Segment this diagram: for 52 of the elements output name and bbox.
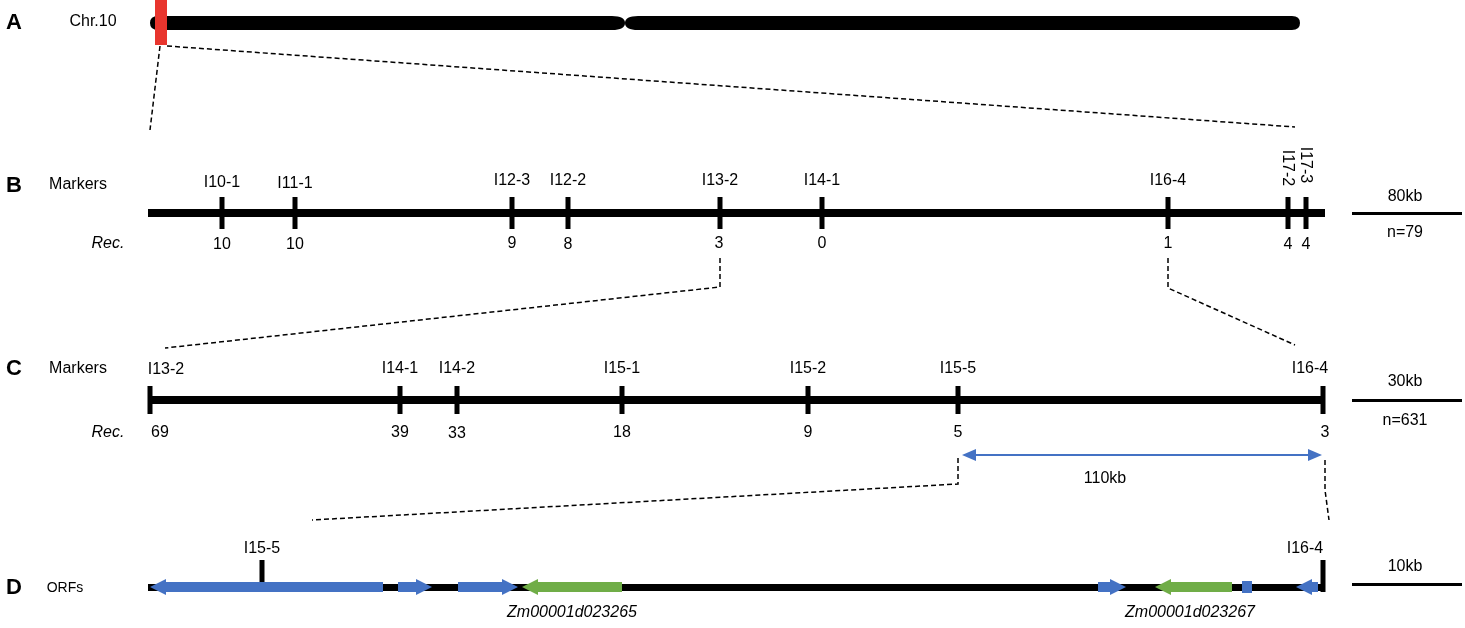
marker-name: I14-1 (803, 172, 841, 188)
recombinant-count: 4 (1301, 236, 1311, 252)
marker-name: I14-1 (381, 360, 419, 376)
distance-label: 110kb (1083, 470, 1127, 486)
marker-name: I15-1 (603, 360, 641, 376)
recombinant-count: 4 (1283, 236, 1293, 252)
marker-name: I16-4 (1291, 360, 1329, 376)
marker-name: I15-5 (939, 360, 977, 376)
marker-name: I17-3 (1298, 146, 1314, 184)
sample-size: n=631 (1382, 412, 1428, 428)
recombinant-count: 8 (563, 236, 573, 252)
sample-size: n=79 (1387, 224, 1423, 240)
recombinant-count: 3 (714, 235, 724, 251)
row-label: Chr.10 (69, 13, 117, 29)
marker-name: I16-4 (1286, 540, 1324, 556)
recombinant-count: 5 (953, 424, 963, 440)
panel-letter: A (6, 11, 22, 33)
recombinant-count: 10 (286, 236, 304, 252)
marker-name: I14-2 (438, 360, 476, 376)
marker-name: I16-4 (1149, 172, 1187, 188)
recombinant-count: 69 (151, 424, 169, 440)
recombinant-count: 3 (1320, 424, 1330, 440)
recombinant-count: 9 (803, 424, 813, 440)
panel-letter: C (6, 357, 22, 379)
recombinant-count: 18 (613, 424, 631, 440)
marker-name: I13-2 (147, 361, 185, 377)
marker-name: I11-1 (277, 175, 313, 191)
recombinant-count: 0 (817, 235, 827, 251)
row-label: Markers (49, 176, 107, 192)
scale-label: 10kb (1387, 558, 1423, 574)
recombinant-count: 9 (507, 235, 517, 251)
marker-name: I15-5 (243, 540, 281, 556)
recombinant-count: 10 (213, 236, 231, 252)
marker-name: I15-2 (789, 360, 827, 376)
gene-name: Zm00001d023265 (507, 604, 637, 620)
scale-label: 80kb (1387, 188, 1423, 204)
recombinant-count: 39 (391, 424, 409, 440)
recombinant-count: 1 (1163, 235, 1173, 251)
marker-name: I13-2 (701, 172, 739, 188)
row-label: Rec. (91, 424, 125, 440)
row-label: Markers (49, 360, 107, 376)
marker-name: I17-2 (1280, 149, 1296, 187)
scale-label: 30kb (1387, 373, 1423, 389)
recombinant-count: 33 (448, 425, 466, 441)
panel-letter: D (6, 576, 22, 598)
row-label: ORFs (46, 580, 84, 594)
gene-name: Zm00001d023267 (1125, 604, 1255, 620)
marker-name: I12-2 (549, 172, 587, 188)
marker-name: I12-3 (493, 172, 531, 188)
marker-name: I10-1 (203, 174, 241, 190)
row-label: Rec. (91, 235, 125, 251)
panel-letter: B (6, 174, 22, 196)
